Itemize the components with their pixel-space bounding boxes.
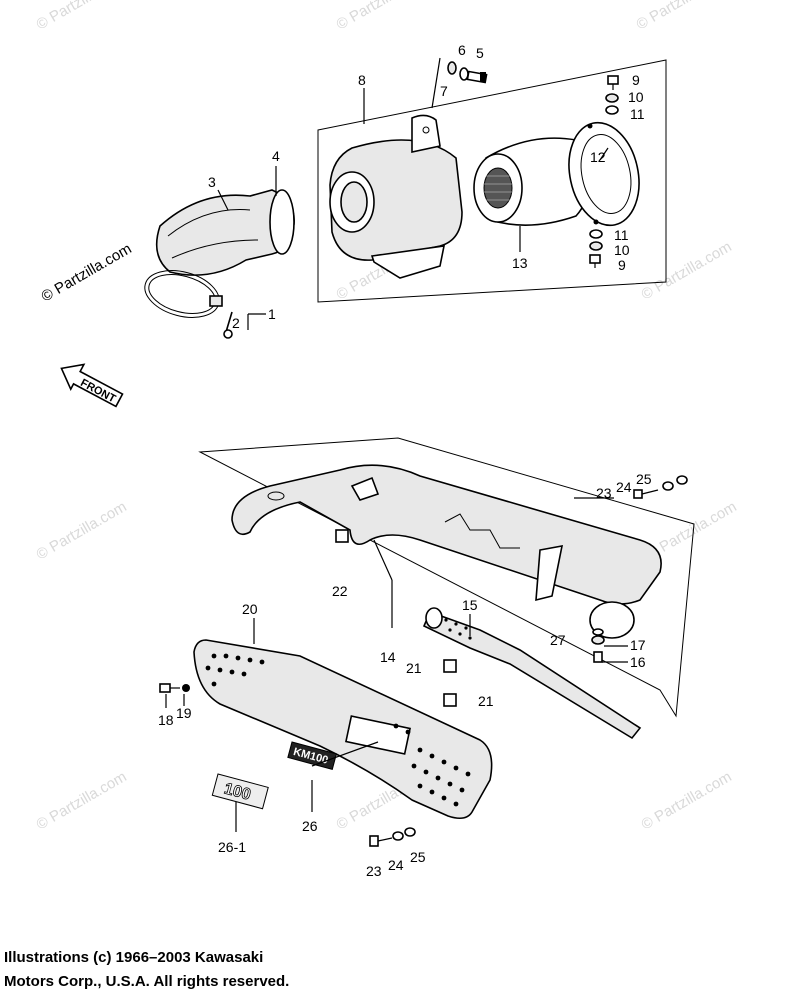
label-part-23-bottom: 23 (366, 863, 382, 879)
screw-2 (223, 311, 233, 339)
watermark: © Partzilla.com (634, 0, 730, 33)
washer-25-top (676, 475, 688, 485)
watermark-dark: © Partzilla.com (39, 240, 135, 305)
washer-25-bottom (404, 827, 416, 837)
muffler-frame (198, 437, 695, 718)
watermark: © Partzilla.com (334, 0, 430, 33)
watermark: © Partzilla.com (34, 0, 130, 33)
label-part-8: 8 (358, 72, 366, 88)
washer-6 (459, 67, 469, 81)
label-part-6: 6 (458, 42, 466, 58)
label-part-22: 22 (332, 583, 348, 599)
label-part-2: 2 (232, 315, 240, 331)
washer-7 (447, 61, 457, 75)
bolt-23-bottom (369, 835, 393, 847)
label-part-15: 15 (462, 597, 478, 613)
clamp-screw-housing (209, 295, 223, 307)
bolt-5 (466, 70, 488, 84)
duct-band-4 (269, 189, 295, 255)
air-cleaner-housing (329, 114, 463, 279)
screw-18 (159, 683, 180, 693)
muffler-bracket-top (350, 476, 380, 501)
copyright-notice: Illustrations (c) 1966–2003 Kawasaki Mot… (4, 946, 289, 994)
label-part-16: 16 (630, 654, 646, 670)
label-part-9-bottom: 9 (618, 257, 626, 273)
label-part-20: 20 (242, 601, 258, 617)
clip-21-lower (443, 693, 457, 707)
air-cleaner-cover (568, 121, 640, 227)
washer-10-top (605, 93, 619, 103)
part-labels: 1 2 3 4 5 6 7 8 9 10 11 12 13 11 10 9 14… (158, 42, 652, 879)
label-part-18: 18 (158, 712, 174, 728)
watermark: © Partzilla.com (639, 238, 735, 303)
washer-10-bottom (589, 241, 603, 251)
washer-11-bottom (589, 229, 603, 239)
washer-19 (182, 684, 190, 692)
label-part-11-bottom: 11 (614, 227, 629, 243)
copyright-line-2: Motors Corp., U.S.A. All rights reserved… (4, 973, 290, 990)
washer-11-top (605, 105, 619, 115)
label-part-4: 4 (272, 148, 280, 164)
label-part-10-top: 10 (628, 89, 644, 105)
label-part-19: 19 (176, 705, 192, 721)
heat-guard-holes (205, 653, 471, 807)
label-part-24-top: 24 (616, 479, 632, 495)
watermark: © Partzilla.com (34, 498, 130, 563)
label-part-25-bottom: 25 (410, 849, 426, 865)
label-part-10-bottom: 10 (614, 242, 630, 258)
watermark: © Partzilla.com (34, 768, 130, 833)
spark-arrester-tube (422, 607, 642, 740)
heat-guard (193, 618, 493, 820)
label-part-26: 26 (302, 818, 318, 834)
label-part-3: 3 (208, 174, 216, 190)
air-cleaner-group (317, 57, 667, 303)
label-part-12: 12 (590, 149, 606, 165)
label-part-26-1: 26-1 (218, 839, 246, 855)
watermark: © Partzilla.com (639, 768, 735, 833)
part-27 (592, 628, 604, 636)
heat-shield-mount (444, 513, 520, 549)
label-part-24-bottom: 24 (388, 857, 404, 873)
muffler-strap (535, 545, 564, 602)
label-part-14: 14 (380, 649, 396, 665)
label-part-5: 5 (476, 45, 484, 61)
muffler-group (198, 437, 695, 740)
decal-26-1: 100 (211, 773, 269, 810)
decal-26: KM100 (287, 741, 338, 770)
copyright-line-1: Illustrations (c) 1966–2003 Kawasaki (4, 949, 264, 966)
label-part-7: 7 (440, 83, 448, 99)
label-part-11-top: 11 (630, 106, 645, 122)
label-part-9-top: 9 (632, 72, 640, 88)
intake-duct-group (144, 166, 295, 339)
screw-9-bottom (589, 254, 601, 268)
label-part-23-top: 23 (596, 485, 612, 501)
label-part-17: 17 (630, 637, 646, 653)
screw-9-top (607, 75, 619, 90)
label-part-27: 27 (550, 632, 566, 648)
air-cleaner-frame (317, 59, 667, 303)
label-part-1: 1 (268, 306, 276, 322)
washer-24-bottom (392, 831, 404, 841)
label-part-13: 13 (512, 255, 528, 271)
bolt-16 (593, 651, 603, 663)
washer-24-top (662, 481, 674, 491)
front-arrow: FRONT (60, 363, 124, 408)
clip-21-upper (443, 659, 457, 673)
label-part-21-upper: 21 (406, 660, 422, 676)
clip-22 (335, 529, 349, 543)
bolt-23-top (633, 489, 659, 499)
filter-element (473, 137, 589, 226)
label-part-25-top: 25 (636, 471, 652, 487)
label-part-21-lower: 21 (478, 693, 494, 709)
washer-17 (591, 635, 605, 645)
